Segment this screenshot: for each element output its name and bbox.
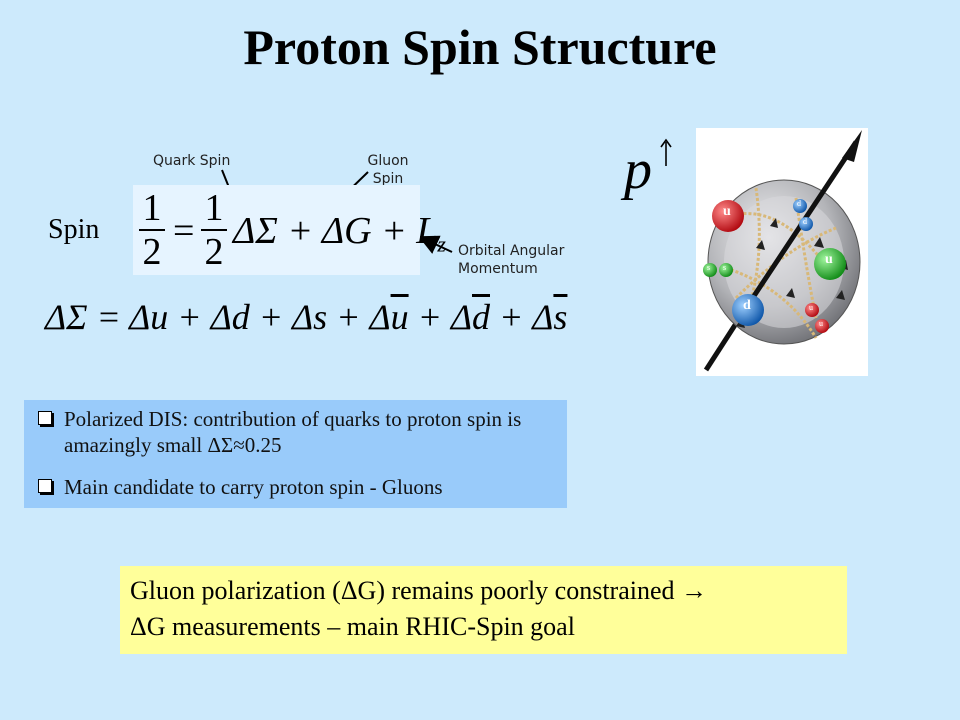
quark-label: s (723, 263, 727, 272)
lhs-fraction: 1 2 (139, 189, 165, 271)
coef-fraction: 1 2 (201, 189, 227, 271)
orbital-text-2: Momentum (458, 261, 538, 277)
proton-symbol-text: p (624, 139, 652, 201)
quark-label: d (743, 298, 751, 313)
quark-label: s (707, 263, 711, 272)
quark-label: u (723, 204, 731, 219)
checkbox-bullet-icon (38, 479, 52, 493)
orbital-momentum-label: Orbital Angular Momentum (458, 242, 564, 278)
checkbox-bullet-icon (38, 411, 52, 425)
terms-text: ΔΣ + ΔG + L (233, 210, 438, 252)
equation-terms: ΔΣ + ΔG + Lz (233, 209, 446, 258)
proton-illustration: u u d d d s s u u (696, 128, 868, 376)
page-title: Proton Spin Structure (243, 19, 717, 75)
u-bar: u (390, 297, 409, 337)
bullet-item: Polarized DIS: contribution of quarks to… (38, 406, 534, 458)
lhs-numerator: 1 (142, 187, 162, 229)
coef-numerator: 1 (204, 187, 224, 229)
conclusion-note: Gluon polarization (ΔG) remains poorly c… (120, 566, 847, 654)
eq2-plus-s: + Δ (490, 297, 554, 337)
bullet-list: Polarized DIS: contribution of quarks to… (24, 400, 567, 508)
quark-spin-text: Quark Spin (153, 153, 231, 169)
fraction-bar (139, 229, 165, 231)
coef-denominator: 2 (204, 231, 224, 273)
gluon-spin-text-2: Spin (372, 171, 404, 187)
orbital-text-1: Orbital Angular (458, 243, 565, 259)
spin-label: Spin (48, 214, 100, 245)
d-bar: d (472, 297, 490, 337)
s-bar: s (553, 297, 568, 337)
quark-label: u (809, 303, 813, 312)
bullet-item: Main candidate to carry proton spin - Gl… (38, 474, 534, 500)
lz-subscript: z (437, 231, 446, 257)
quark-spin-label: Quark Spin (153, 152, 230, 170)
proton-sphere-icon (703, 130, 862, 372)
note-line-2: ΔG measurements – main RHIC-Spin goal (130, 612, 575, 641)
bullet-text: Main candidate to carry proton spin - Gl… (64, 475, 443, 499)
eq2-plus-d: + Δ (408, 297, 472, 337)
note-line-1: Gluon polarization (ΔG) remains poorly c… (130, 576, 708, 605)
eq2-main: ΔΣ = Δu + Δd + Δs + Δ (45, 297, 391, 337)
quark-label: u (825, 252, 833, 267)
equals-sign: = (173, 210, 195, 252)
spin-equation: 1 2 = 1 2 ΔΣ + ΔG + Lz (133, 185, 446, 275)
bullet-text: Polarized DIS: contribution of quarks to… (64, 407, 522, 457)
quark-label: u (819, 319, 823, 328)
quark-label: d (803, 217, 807, 226)
quark-label: d (797, 199, 801, 208)
delta-sigma-equation: ΔΣ = Δu + Δd + Δs + Δu + Δd + Δs (45, 296, 567, 338)
proton-spin-up-arrow-icon (660, 138, 672, 166)
lhs-denominator: 2 (142, 231, 162, 273)
gluon-spin-label: Gluon Spin (360, 152, 416, 188)
proton-symbol: p (624, 138, 652, 202)
gluon-spin-text-1: Gluon (367, 153, 409, 169)
fraction-bar (201, 229, 227, 231)
